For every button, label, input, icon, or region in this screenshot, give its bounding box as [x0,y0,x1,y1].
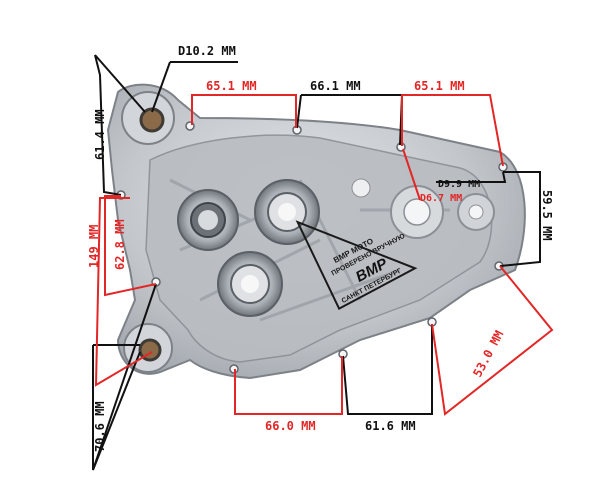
label-62-8: 62.8 MM [113,219,127,270]
label-61-6: 61.6 MM [365,419,416,433]
label-66-1: 66.1 MM [310,79,361,93]
label-65-1-right: 65.1 MM [414,79,465,93]
label-d10-2: D10.2 MM [178,44,236,58]
label-70-6: 70.6 MM [93,401,107,452]
label-53-0: 53.0 MM [470,328,506,379]
mount-boss-top-left [121,91,175,145]
label-61-4: 61.4 MM [93,109,107,160]
label-66-0: 66.0 MM [265,419,316,433]
dimension-lines [92,54,554,471]
label-d6-7: D6.7 MM [420,193,462,204]
bearing-top-center [254,179,320,245]
label-149: 149 MM [87,225,101,268]
bearing-left [177,189,239,251]
label-65-1-left: 65.1 MM [206,79,257,93]
label-59-5: 59.5 MM [540,190,554,241]
bearing-bottom-center [217,251,283,317]
label-d9-9: D9.9 MM [438,179,480,190]
